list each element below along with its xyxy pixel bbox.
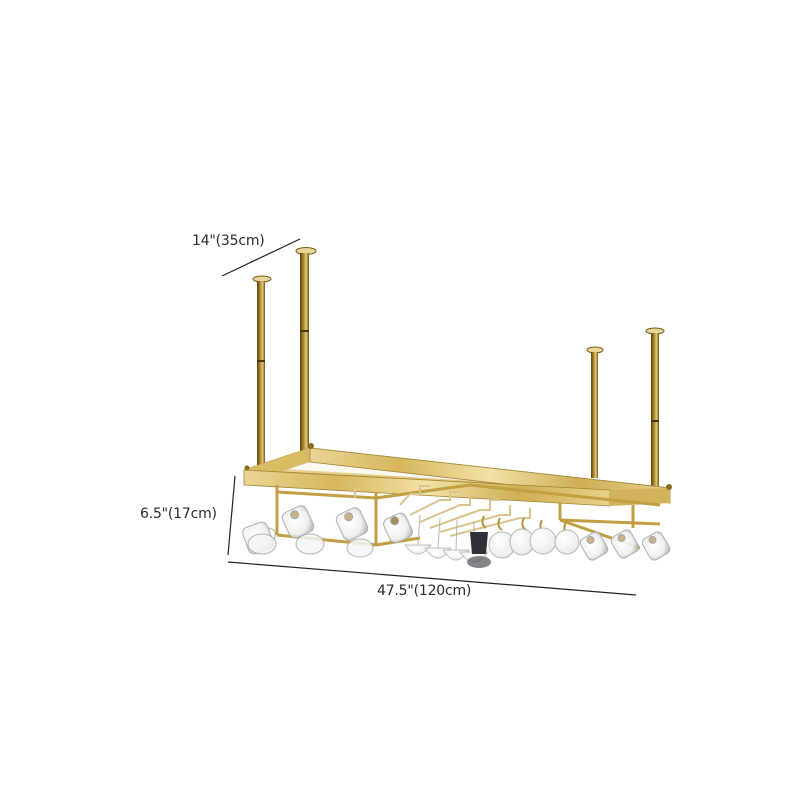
height-dimension-line [227, 475, 236, 556]
dark-coffee-cup [467, 532, 491, 568]
hanging-rods [252, 247, 665, 493]
beer-mugs-left [242, 505, 413, 558]
width-dimension-line [227, 561, 637, 596]
width-dimension-label: 47.5"(120cm) [377, 583, 472, 599]
depth-dimension-line [221, 238, 301, 277]
rack-frame [243, 443, 672, 507]
beer-mugs-right [579, 529, 671, 561]
depth-dimension-label: 14"(35cm) [192, 233, 265, 249]
height-dimension-label: 6.5"(17cm) [140, 506, 217, 522]
white-coffee-cups [488, 527, 580, 559]
